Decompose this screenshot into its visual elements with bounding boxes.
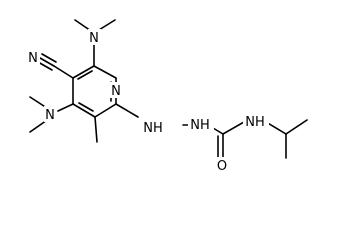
ring-double-bond-c3-c4	[77, 70, 93, 80]
ring-bond-c6-c7	[94, 103, 117, 118]
hydrazine-bond-ring-alt	[115, 103, 139, 118]
nme2-top-nitrogen-label: N	[89, 31, 99, 46]
ring-nitrogen-label: N	[111, 84, 121, 99]
nitrile-triple-bond-1	[39, 57, 55, 67]
urea-bond-n-c	[212, 127, 224, 135]
nitrile-nitrogen-label: N	[28, 51, 38, 66]
molecule-svg: N N N N NH NH NH O	[27, 19, 308, 174]
hydrazine-nh-1-label: NH	[143, 121, 163, 136]
isopropyl-bond-ch-me-up	[285, 119, 308, 135]
nitrile-bond-ring	[53, 65, 74, 79]
hydrazine-nh-2-label: NH	[190, 118, 210, 133]
ring-bond-c5-c6	[72, 103, 96, 118]
urea-bond-c-nh	[222, 121, 245, 135]
nme2-left-bond-ring	[57, 103, 74, 112]
carbonyl-oxygen-label: O	[217, 159, 227, 174]
hydrazine-bond-ring	[94, 116, 98, 143]
nme2-left-nitrogen-label: N	[45, 108, 55, 123]
structure-diagram: N N N N NH NH NH O	[27, 19, 308, 174]
ring-bond-c3-c4	[72, 65, 95, 79]
nitrile-triple-bond-2	[41, 53, 57, 63]
ring-double-bond-c5-c6	[78, 102, 94, 112]
ring-bond-c2-c3	[93, 65, 117, 79]
amide-nh-label: NH	[245, 115, 265, 130]
nitrile-triple-bond-3	[37, 61, 53, 71]
isopropyl-bond-n-ch	[265, 121, 287, 135]
